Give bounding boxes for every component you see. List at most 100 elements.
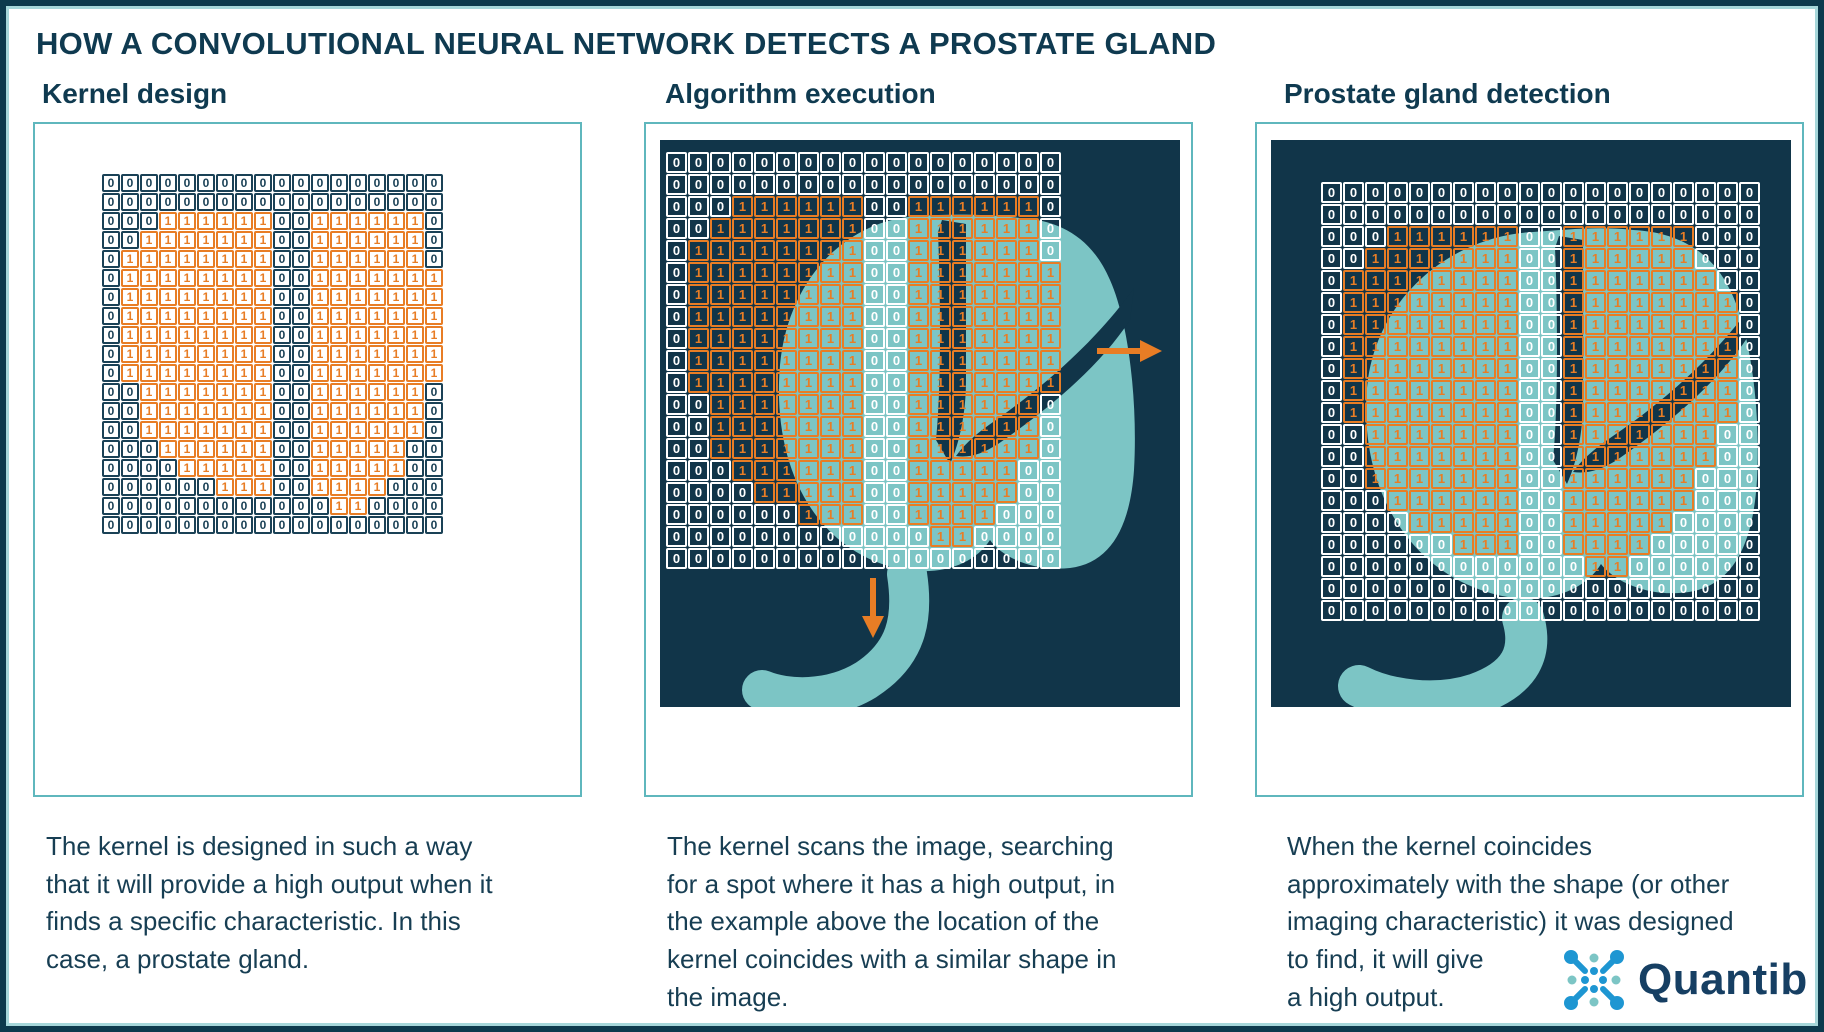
grid-cell: 0 — [1739, 402, 1760, 423]
grid-cell: 1 — [1409, 292, 1430, 313]
grid-cell: 1 — [178, 421, 196, 439]
grid-cell: 0 — [273, 174, 291, 192]
grid-cell: 1 — [1453, 468, 1474, 489]
grid-cell: 1 — [1365, 270, 1386, 291]
grid-cell: 1 — [330, 250, 348, 268]
grid-cell: 0 — [886, 174, 907, 195]
grid-cell: 1 — [1475, 226, 1496, 247]
grid-cell: 1 — [1475, 424, 1496, 445]
grid-cell: 0 — [1040, 394, 1061, 415]
grid-cell: 1 — [1018, 262, 1039, 283]
grid-cell: 0 — [1739, 226, 1760, 247]
grid-cell: 0 — [425, 231, 443, 249]
grid-cell: 1 — [1040, 350, 1061, 371]
grid-cell: 1 — [842, 218, 863, 239]
grid-cell: 1 — [216, 250, 234, 268]
grid-cell: 0 — [1453, 556, 1474, 577]
grid-cell: 1 — [1497, 490, 1518, 511]
grid-cell: 1 — [974, 262, 995, 283]
grid-cell: 0 — [1365, 490, 1386, 511]
grid-cell: 0 — [178, 174, 196, 192]
grid-cell: 0 — [406, 516, 424, 534]
grid-cell: 1 — [1607, 468, 1628, 489]
grid-cell: 1 — [1585, 358, 1606, 379]
grid-cell: 1 — [1365, 248, 1386, 269]
grid-cell: 0 — [1585, 204, 1606, 225]
grid-cell: 1 — [311, 440, 329, 458]
grid-cell: 0 — [666, 482, 687, 503]
grid-cell: 1 — [1563, 336, 1584, 357]
grid-cell: 1 — [710, 218, 731, 239]
grid-cell: 0 — [254, 516, 272, 534]
grid-cell: 1 — [996, 284, 1017, 305]
grid-cell: 1 — [1651, 512, 1672, 533]
grid-cell: 1 — [159, 345, 177, 363]
grid-cell: 1 — [254, 402, 272, 420]
grid-cell: 1 — [1651, 314, 1672, 335]
grid-cell: 0 — [1519, 424, 1540, 445]
grid-cell: 0 — [732, 174, 753, 195]
grid-cell: 0 — [1321, 182, 1342, 203]
grid-cell: 0 — [121, 193, 139, 211]
grid-cell: 0 — [1739, 512, 1760, 533]
grid-cell: 0 — [1040, 482, 1061, 503]
grid-cell: 1 — [368, 459, 386, 477]
grid-cell: 0 — [1519, 336, 1540, 357]
grid-cell: 0 — [1541, 490, 1562, 511]
grid-cell: 0 — [425, 497, 443, 515]
grid-cell: 1 — [1563, 446, 1584, 467]
grid-cell: 1 — [996, 460, 1017, 481]
grid-cell: 0 — [273, 345, 291, 363]
grid-cell: 0 — [140, 478, 158, 496]
grid-cell: 0 — [930, 548, 951, 569]
grid-cell: 0 — [776, 504, 797, 525]
grid-cell: 0 — [273, 307, 291, 325]
grid-cell: 1 — [908, 416, 929, 437]
grid-cell: 0 — [1321, 578, 1342, 599]
grid-cell: 0 — [273, 459, 291, 477]
grid-cell: 0 — [886, 372, 907, 393]
grid-cell: 1 — [140, 345, 158, 363]
grid-cell: 1 — [1673, 380, 1694, 401]
grid-cell: 1 — [178, 326, 196, 344]
grid-cell: 0 — [292, 174, 310, 192]
grid-cell: 1 — [216, 231, 234, 249]
grid-cell: 1 — [330, 478, 348, 496]
grid-cell: 1 — [254, 269, 272, 287]
grid-cell: 1 — [974, 350, 995, 371]
grid-cell: 0 — [996, 152, 1017, 173]
grid-cell: 1 — [1431, 512, 1452, 533]
grid-cell: 0 — [368, 497, 386, 515]
grid-cell: 1 — [1475, 446, 1496, 467]
grid-cell: 1 — [387, 231, 405, 249]
grid-cell: 1 — [254, 364, 272, 382]
grid-cell: 1 — [1651, 402, 1672, 423]
grid-cell: 0 — [930, 152, 951, 173]
grid-cell: 0 — [974, 174, 995, 195]
grid-cell: 1 — [1365, 314, 1386, 335]
grid-cell: 0 — [292, 231, 310, 249]
grid-cell: 0 — [864, 460, 885, 481]
grid-cell: 1 — [330, 421, 348, 439]
grid-cell: 1 — [842, 328, 863, 349]
grid-cell: 0 — [666, 328, 687, 349]
grid-cell: 0 — [666, 262, 687, 283]
grid-cell: 1 — [387, 212, 405, 230]
grid-cell: 0 — [1739, 490, 1760, 511]
grid-cell: 0 — [1541, 424, 1562, 445]
grid-cell: 1 — [406, 421, 424, 439]
grid-cell: 1 — [216, 212, 234, 230]
grid-cell: 0 — [1321, 248, 1342, 269]
grid-cell: 0 — [330, 193, 348, 211]
grid-cell: 1 — [776, 306, 797, 327]
grid-cell: 0 — [1475, 204, 1496, 225]
grid-cell: 1 — [368, 440, 386, 458]
grid-cell: 1 — [1409, 314, 1430, 335]
grid-cell: 1 — [996, 328, 1017, 349]
grid-cell: 1 — [1497, 248, 1518, 269]
grid-cell: 1 — [197, 421, 215, 439]
grid-cell: 0 — [1321, 600, 1342, 621]
grid-cell: 0 — [886, 350, 907, 371]
